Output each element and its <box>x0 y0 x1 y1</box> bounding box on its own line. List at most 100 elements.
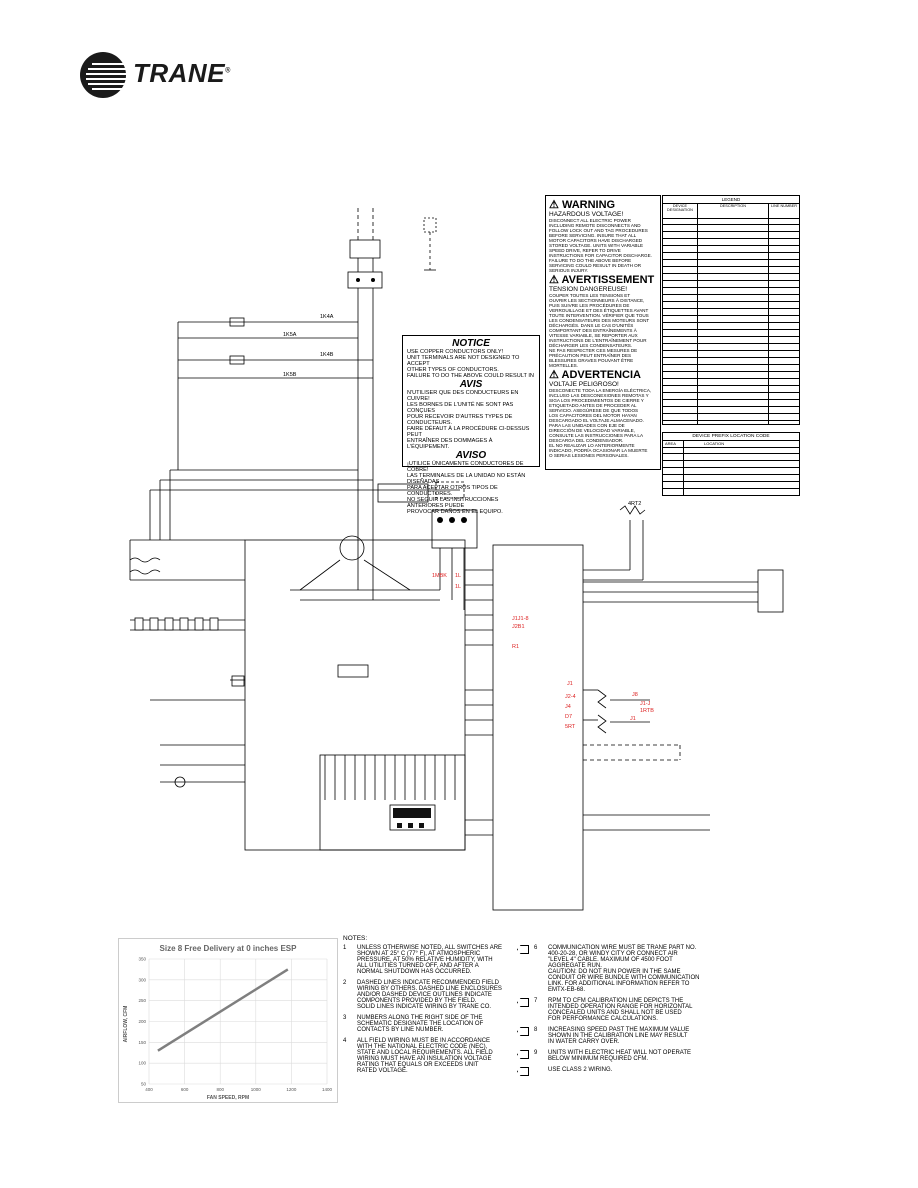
note-tag-icon <box>517 945 529 954</box>
svg-text:J1: J1 <box>630 716 636 722</box>
legend-col-device: DEVICE DESIGNATION <box>663 204 698 218</box>
note-number: 2 <box>343 980 347 986</box>
note-number: 4 <box>343 1038 347 1044</box>
brand-name: TRANE® <box>133 58 231 88</box>
note-line: RATING THAT EQUALS OR EXCEEDS UNIT <box>357 1062 479 1068</box>
chart-ytick-label: 350 <box>138 957 146 962</box>
fuse-label-1k5b: 1K5B <box>283 372 297 378</box>
note-text: USE CLASS 2 WIRING. <box>548 1067 612 1076</box>
warning-sub-en: HAZARDOUS VOLTAGE! <box>549 211 624 218</box>
warning-body-es: DESCONECTE TODA LA ENERGÍA ELÉCTRICA, IN… <box>549 388 657 458</box>
svg-text:J2-4: J2-4 <box>565 694 576 700</box>
note-line: STATE AND LOCAL REQUIREMENTS. ALL FIELD <box>357 1050 493 1056</box>
note-tag-icon <box>517 998 529 1007</box>
note-line: WITH THE NATIONAL ELECTRIC CODE (NEC), <box>357 1044 488 1050</box>
note-number: 7 <box>534 998 538 1004</box>
note-line: RATED VOLTAGE. <box>357 1068 408 1074</box>
notice-box: NOTICE USE COPPER CONDUCTORS ONLY! UNIT … <box>402 335 540 515</box>
warning-es-line: LOS CAPACITORES DEL MOTOR HAYAN <box>549 413 637 418</box>
notice-es-line: LAS TERMINALES DE LA UNIDAD NO ESTÁN DIS… <box>407 473 526 485</box>
device-prefix-table: DEVICE PREFIX LOCATION CODE AREA LOCATIO… <box>662 432 800 496</box>
note-line: 400-20-28, OR WINDY CITY OR CONNECT AIR <box>548 951 678 957</box>
warning-fr-line: MORTELLES. <box>549 363 579 368</box>
note-number <box>534 1067 548 1076</box>
notice-es-line: PROVOCAR DAÑOS EN EL EQUIPO. <box>407 509 503 515</box>
chart-ytick-label: 150 <box>138 1040 146 1045</box>
notice-body-en: USE COPPER CONDUCTORS ONLY! UNIT TERMINA… <box>407 349 535 379</box>
svg-text:D7: D7 <box>565 714 572 720</box>
warning-body-en: DISCONNECT ALL ELECTRIC POWER INCLUDING … <box>549 218 657 273</box>
note-line: COMMUNICATION WIRE MUST BE TRANE PART NO… <box>548 945 697 951</box>
warning-en-line: DISCONNECT ALL ELECTRIC POWER <box>549 218 631 223</box>
note-line: COMPONENTS PROVIDED BY THE FIELD. <box>357 998 477 1004</box>
warning-es-line: DIRECCIÓN DE VELOCIDAD VARIABLE, <box>549 428 635 433</box>
note-line: AND/OR DASHED DEVICE OUTLINES INDICATE <box>357 992 492 998</box>
warning-en-line: INSTRUCTIONS FOR CAPACITOR DISCHARGE. <box>549 253 652 258</box>
warning-title-en-text: WARNING <box>561 199 616 211</box>
svg-text:J4: J4 <box>565 704 571 710</box>
note-line: UNITS WITH ELECTRIC HEAT WILL NOT OPERAT… <box>548 1050 692 1056</box>
fuse-label-1k5a: 1K5A <box>283 332 297 338</box>
warning-title-fr: ⚠ AVERTISSEMENT <box>549 273 657 286</box>
note-line: CONTACTS BY LINE NUMBER. <box>357 1027 444 1033</box>
svg-text:5RT: 5RT <box>565 724 576 730</box>
notice-es-line: NO SEGUIR LAS INSTRUCCIONES ANTERIORES P… <box>407 497 499 509</box>
svg-text:J8: J8 <box>632 692 638 698</box>
svg-text:J1-J: J1-J <box>640 701 651 707</box>
notice-title-fr: AVIS <box>459 379 483 390</box>
warning-es-line: SERVICIO. ASEGÚRESE DE QUE TODOS <box>549 408 639 413</box>
prefix-title: DEVICE PREFIX LOCATION CODE <box>663 433 799 441</box>
note-line: LINK. FOR ADDITIONAL INFORMATION REFER T… <box>548 981 690 987</box>
warning-fr-line: BLESSURES GRAVES POUVANT ÊTRE <box>549 358 634 363</box>
warning-fr-line: DÉCHARGÉS. DANS LE CAS D'UNITÉS <box>549 323 634 328</box>
free-delivery-chart: Size 8 Free Delivery at 0 inches ESP FAN… <box>118 938 338 1103</box>
warning-en-line: SERVICING COULD RESULT IN DEATH OR <box>549 263 642 268</box>
chart-xtick-label: 600 <box>181 1087 189 1092</box>
note-number: 9 <box>534 1050 538 1056</box>
warning-fr-line: LES CONDENSATEURS DES MOTEURS SONT <box>549 318 650 323</box>
note-line: SHOWN IN THE CALIBRATION LINE MAY RESULT <box>548 1033 688 1039</box>
chart-ytick-label: 100 <box>138 1061 146 1066</box>
note-line: CONDUIT OR WIRE BUNDLE WITH COMMUNICATIO… <box>548 975 700 981</box>
note-line: NORMAL SHUTDOWN HAS OCCURRED. <box>357 969 472 975</box>
warning-es-line: INCLUSO LAS DESCONEXIONES REMOTAS Y <box>549 393 649 398</box>
note-number: 8 <box>534 1027 538 1033</box>
note-line: "LEVEL 4" CABLE. MAXIMUM OF 4500 FOOT <box>548 957 673 963</box>
warning-fr-line: COMPORTANT DES ENTRAÎNEMENTS À <box>549 328 637 333</box>
note-number: 1 <box>343 945 347 951</box>
legend-rows <box>663 218 799 424</box>
notice-en-line: OTHER TYPES OF CONDUCTORS. <box>407 367 499 373</box>
prefix-col-location: LOCATION <box>704 441 725 446</box>
svg-text:J1J1-8: J1J1-8 <box>512 616 529 622</box>
warning-fr-line: VITESSE VARIABLE, SE REPORTER AUX <box>549 333 638 338</box>
warning-fr-line: PRÉCAUTION PEUT ENTRAÎNER DES <box>549 353 632 358</box>
legend-col-line: LINE NUMBER <box>771 204 797 208</box>
warning-fr-line: PUIS SUIVRE LES PROCÉDURES DE <box>549 303 630 308</box>
note-line: UNLESS OTHERWISE NOTED, ALL SWITCHES ARE <box>357 945 503 951</box>
notice-en-line: USE COPPER CONDUCTORS ONLY! <box>407 349 504 355</box>
svg-text:1RTB: 1RTB <box>640 708 654 714</box>
warning-fr-line: OUVRIR LES SECTIONNEURS À DISTANCE, <box>549 298 645 303</box>
note-line: SCHEMATIC DESIGNATE THE LOCATION OF <box>357 1021 484 1027</box>
warning-es-line: DESCONECTE TODA LA ENERGÍA ELÉCTRICA, <box>549 388 652 393</box>
chart-xtick-label: 1000 <box>251 1087 262 1092</box>
warning-triangle-icon: ⚠ <box>549 274 559 286</box>
svg-text:R1: R1 <box>512 644 519 650</box>
note-line: ALL FIELD WIRING MUST BE IN ACCORDANCE <box>357 1038 491 1044</box>
chart-xtick-label: 800 <box>216 1087 224 1092</box>
warning-title-es: ⚠ ADVERTENCIA <box>549 368 657 381</box>
svg-text:J2B1: J2B1 <box>512 624 525 630</box>
notice-fr-line: N'UTILISER QUE DES CONDUCTEURS EN CUIVRE… <box>407 390 519 402</box>
note-line: EMTX-EB-68. <box>548 987 586 993</box>
note-number: 3 <box>343 1015 347 1021</box>
chart-xlabel: FAN SPEED, RPM <box>207 1095 249 1101</box>
warning-es-line: PARA LAS UNIDADES CON EJE DE <box>549 423 625 428</box>
chart-ytick-label: 250 <box>138 998 146 1003</box>
note-line: CONCEALED UNITS AND SHALL NOT BE USED <box>548 1010 682 1016</box>
note-line: INCREASING SPEED PAST THE MAXIMUM VALUE <box>548 1027 690 1033</box>
